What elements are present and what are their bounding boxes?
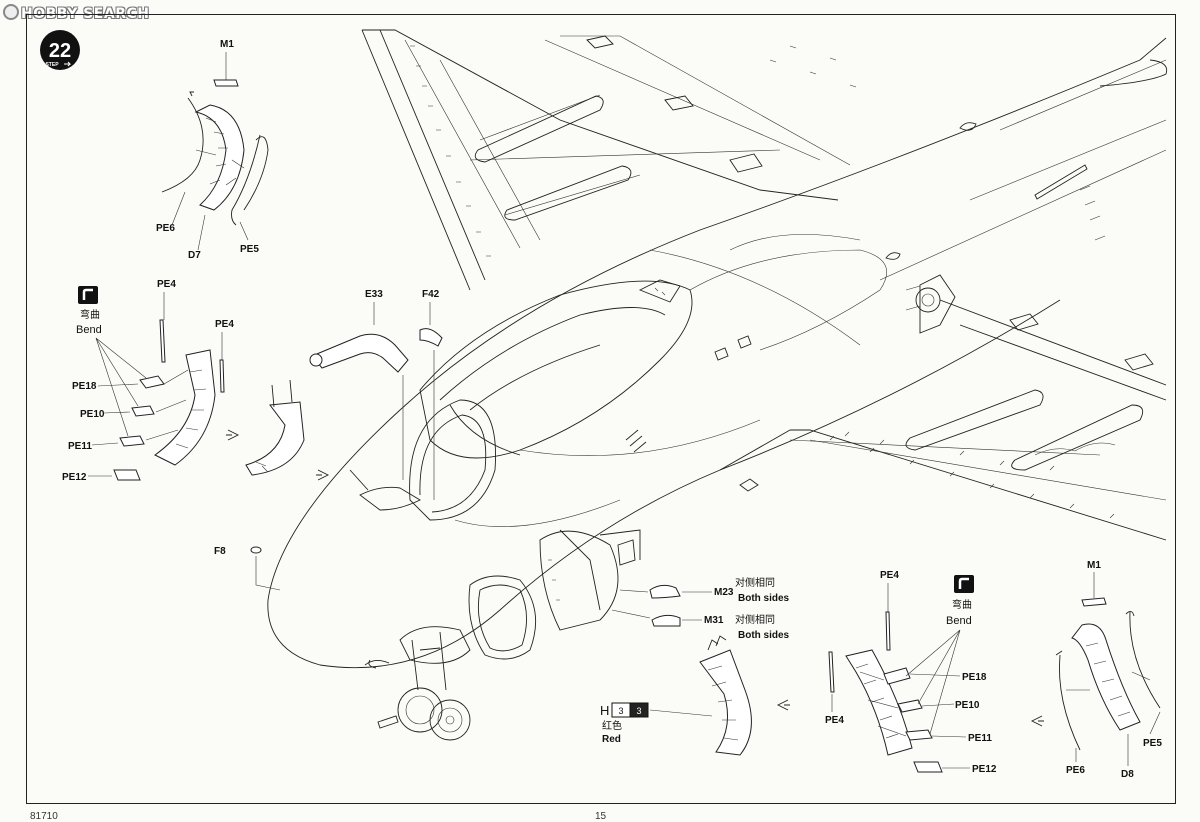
bend-icon [78,286,98,304]
color-code-1: 3 [618,706,623,716]
label-f8: F8 [214,546,226,557]
bend-en-left: Bend [76,324,102,336]
label-d7: D7 [188,250,201,261]
both-sides-cn-1: 对侧相同 [735,576,775,589]
step-arrow-icon [64,61,72,67]
label-pe10-left: PE10 [80,409,105,420]
label-pe11-left: PE11 [68,441,92,452]
both-sides-en-1: Both sides [738,593,790,604]
label-pe6-top: PE6 [156,223,175,234]
intake-parts: M23 对侧相同 Both sides M31 对侧相同 Both sides [611,576,790,641]
subassembly-left-pe: PE4 PE4 PE18 PE10 PE11 PE12 [62,279,330,483]
bend-cn-left: 弯曲 [80,308,100,321]
label-e33: E33 [365,289,383,300]
color-cn: 红色 [602,719,622,732]
color-letter: H [600,703,609,718]
label-pe5-top: PE5 [240,244,259,255]
subassembly-bottom-right: M1 PE6 D8 PE5 [1055,560,1162,780]
page-frame [26,14,1176,804]
bend-cn-right: 弯曲 [952,598,972,611]
label-pe18-right: PE18 [962,672,987,683]
label-pe4-left-a: PE4 [157,279,176,290]
label-pe6-bottom: PE6 [1066,765,1085,776]
label-m23: M23 [714,587,734,598]
label-pe10-right: PE10 [955,700,980,711]
label-f42: F42 [422,289,440,300]
color-swatch [629,702,649,718]
label-pe5-bottom: PE5 [1143,738,1162,749]
step-badge: 22 STEP [40,30,80,70]
footer-page-number: 15 [595,811,607,822]
bend-en-right: Bend [946,615,972,627]
label-pe12-left: PE12 [62,472,87,483]
antenna-parts: E33 F42 F8 [214,289,443,591]
label-m31: M31 [704,615,724,626]
color-en: Red [602,734,621,745]
label-m1-bottom: M1 [1087,560,1101,571]
bend-callout-left: 弯曲 Bend [76,286,147,437]
seat-assembly-center [699,635,790,756]
aircraft-drawing [267,29,1168,741]
label-pe12-right: PE12 [972,764,997,775]
label-m1-top: M1 [220,39,234,50]
footer-catalog-number: 81710 [30,811,58,822]
subassembly-top-left: M1 PE6 D7 PE5 [156,39,269,261]
hobby-search-logo-icon [3,4,19,20]
label-pe11-right: PE11 [968,733,992,744]
both-sides-cn-2: 对侧相同 [735,613,775,626]
label-pe4-right-a: PE4 [880,570,899,581]
label-pe4-left-b: PE4 [215,319,234,330]
subassembly-right-pe: PE4 PE4 弯曲 Bend PE18 PE10 PE11 P [825,570,1044,775]
color-callout: H 3 3 红色 Red [600,702,713,745]
label-pe18-left: PE18 [72,381,97,392]
both-sides-en-2: Both sides [738,630,790,641]
step-number: 22 [49,40,71,62]
label-pe4-right-b: PE4 [825,715,844,726]
label-d8: D8 [1121,769,1134,780]
bend-icon-right [954,575,974,593]
color-code-2: 3 [636,706,641,716]
step-word: STEP [45,62,59,68]
